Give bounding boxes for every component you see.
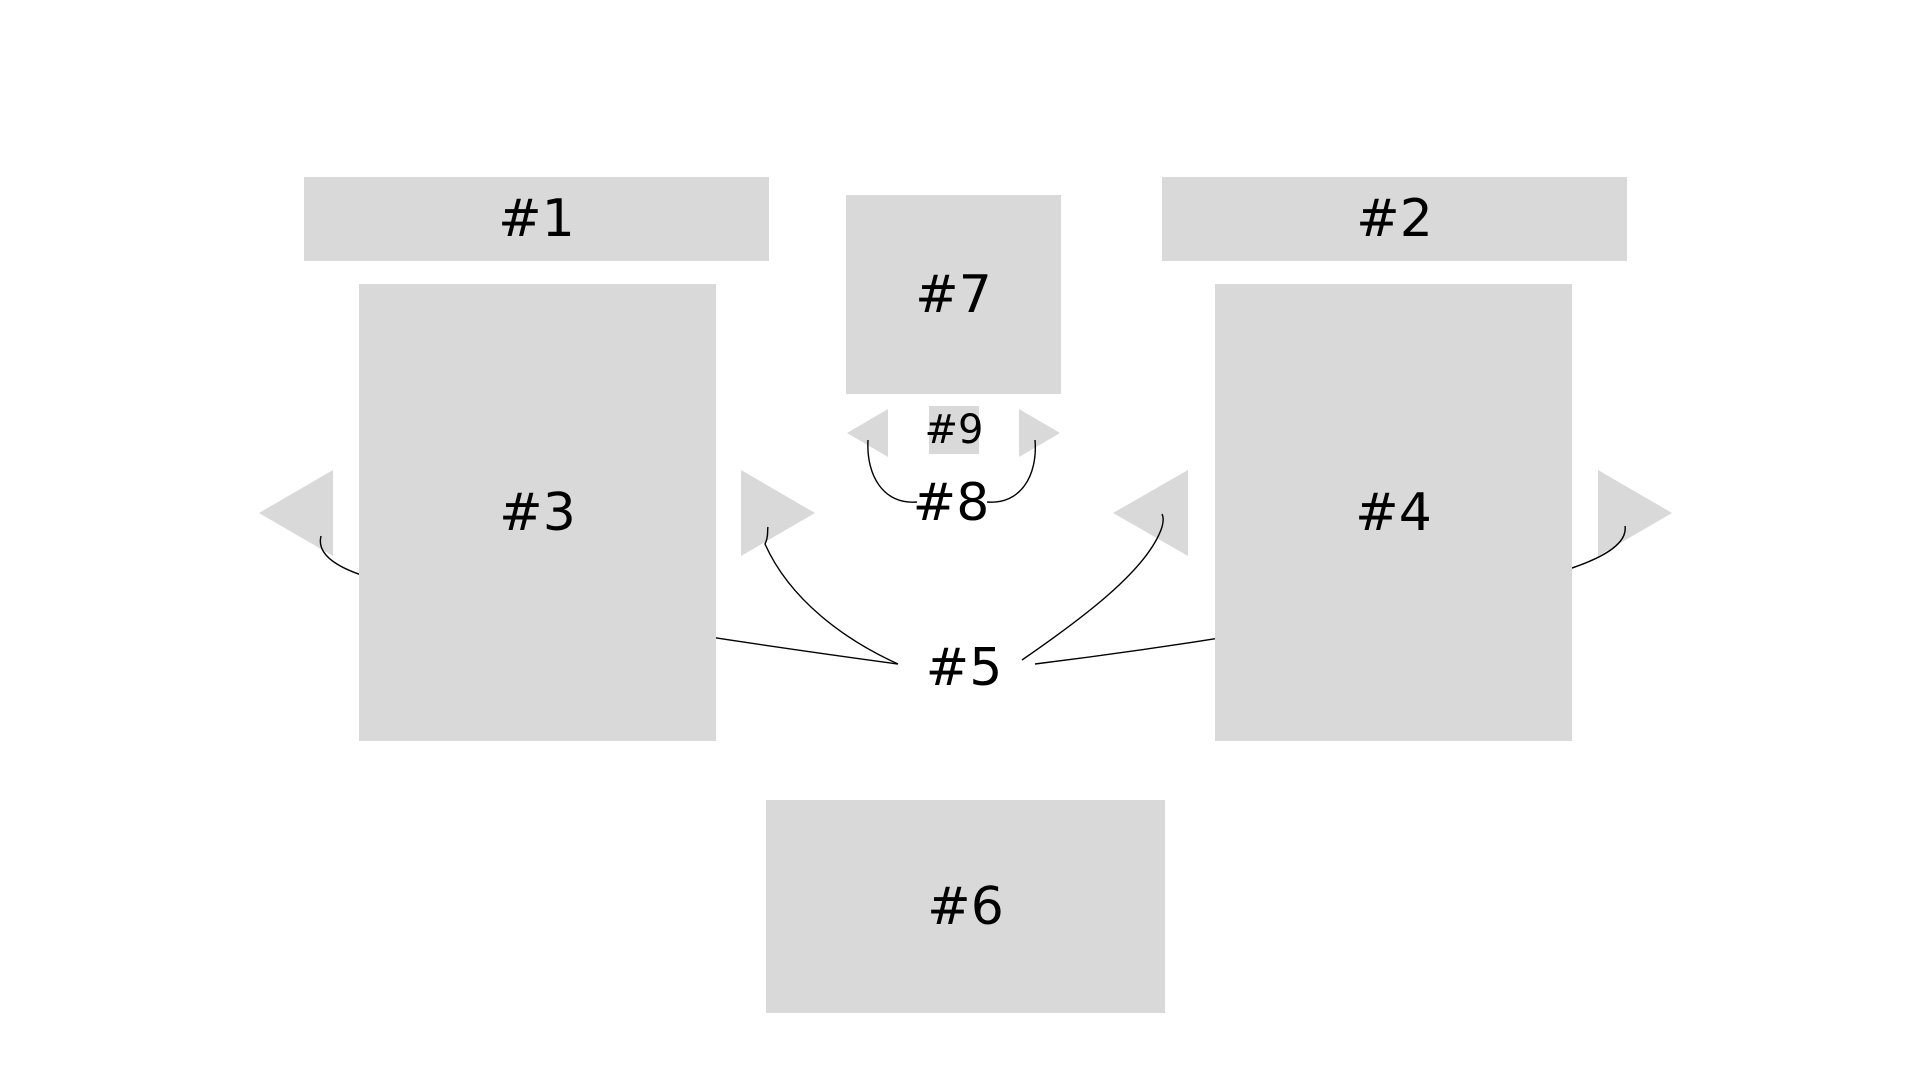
box-4-label: #4 bbox=[1355, 482, 1432, 543]
box-6: #6 bbox=[766, 800, 1165, 1013]
box-6-label: #6 bbox=[927, 876, 1004, 937]
connector-8-left bbox=[867, 439, 918, 503]
box-9-label: #9 bbox=[924, 407, 984, 453]
box-3: #3 bbox=[359, 284, 716, 741]
label-5: #5 bbox=[925, 638, 1003, 698]
box-2: #2 bbox=[1162, 177, 1627, 261]
box-7-label: #7 bbox=[915, 264, 992, 325]
box-3-label: #3 bbox=[499, 482, 576, 543]
connector-5-to-left-arrow-4 bbox=[1021, 513, 1164, 661]
box-2-label: #2 bbox=[1356, 189, 1433, 249]
left-arrow-4 bbox=[1113, 470, 1188, 556]
box-7: #7 bbox=[846, 195, 1061, 394]
right-arrow-3 bbox=[741, 470, 815, 556]
left-arrow-9 bbox=[847, 409, 888, 457]
left-arrow-3 bbox=[259, 470, 333, 556]
connector-8-right bbox=[986, 439, 1037, 503]
box-4: #4 bbox=[1215, 284, 1572, 741]
right-arrow-9 bbox=[1019, 409, 1060, 457]
box-1: #1 bbox=[304, 177, 769, 261]
box-1-label: #1 bbox=[498, 189, 575, 249]
right-arrow-4 bbox=[1598, 470, 1672, 556]
label-8: #8 bbox=[912, 473, 990, 533]
connector-5-to-right-arrow-3 bbox=[764, 526, 899, 665]
box-9: #9 bbox=[925, 406, 983, 454]
